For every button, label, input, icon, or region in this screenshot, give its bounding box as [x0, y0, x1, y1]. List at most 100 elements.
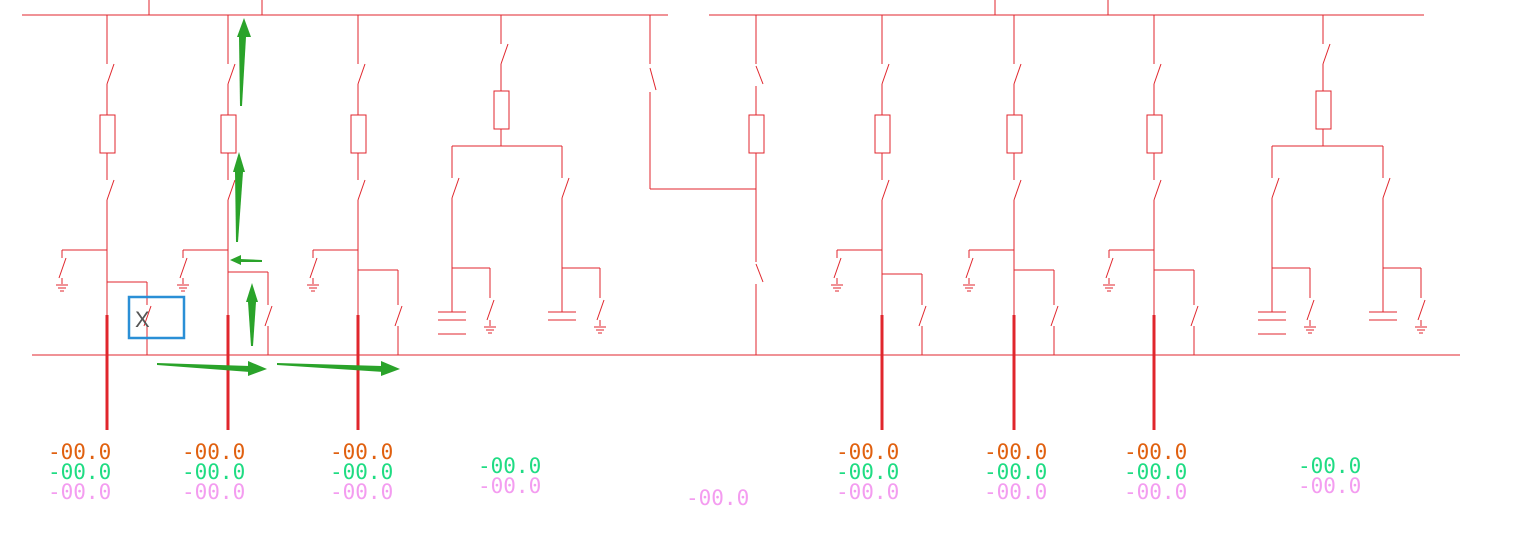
switch-blade — [918, 305, 927, 327]
switch-blade — [1271, 177, 1280, 199]
ground-icon — [1304, 326, 1316, 334]
readout-value-i: -00.0 — [330, 480, 393, 504]
arrow-right-icon — [248, 361, 267, 376]
ground-icon — [56, 284, 68, 292]
switch-blade — [1013, 63, 1022, 85]
readout-value-p: -00.0 — [48, 440, 111, 464]
measurement-readout: -00.0-00.0-00.0 — [182, 440, 245, 504]
readout-value-i: -00.0 — [48, 480, 111, 504]
ground-icon — [963, 284, 975, 292]
readout-value-p: -00.0 — [330, 440, 393, 464]
ground-icon — [484, 326, 496, 334]
tie-feeder — [748, 15, 765, 355]
switch-blade — [561, 177, 570, 199]
breaker — [99, 114, 116, 154]
measurement-readout: -00.0-00.0-00.0 — [836, 440, 899, 504]
readout-value-i: -00.0 — [836, 480, 899, 504]
capacitor-icon — [1258, 311, 1286, 335]
switch-blade — [106, 179, 115, 201]
readout-value-p: -00.0 — [836, 440, 899, 464]
measurement-readout: -00.0-00.0-00.0 — [330, 440, 393, 504]
readout-value-p: -00.0 — [1124, 440, 1187, 464]
switch-blade — [58, 257, 67, 279]
switch-blade — [451, 177, 460, 199]
breaker — [1315, 90, 1332, 130]
switch-blade — [965, 257, 974, 279]
switch-blade — [1322, 43, 1331, 65]
switch-blade — [1153, 63, 1162, 85]
readout-value-q: -00.0 — [478, 454, 541, 478]
readout-value-q: -00.0 — [1124, 460, 1187, 484]
ground-icon — [594, 326, 606, 334]
switch-blade — [357, 179, 366, 201]
arrow-left-icon — [240, 259, 262, 262]
ground-icon — [831, 284, 843, 292]
capacitor-bay — [1258, 15, 1427, 335]
capacitor-icon — [438, 311, 466, 335]
readout-value-i: -00.0 — [1124, 480, 1187, 504]
switch-blade — [1013, 179, 1022, 201]
readout-value-p: -00.0 — [182, 440, 245, 464]
measurement-readout: -00.0-00.0 — [1298, 454, 1361, 498]
breaker — [493, 90, 510, 130]
readout-value-q: -00.0 — [1298, 454, 1361, 478]
power-flow-arrows — [157, 18, 400, 376]
bus-tie — [649, 15, 756, 190]
readout-value-i: -00.0 — [182, 480, 245, 504]
arrow-up-icon — [246, 283, 258, 302]
capacitor-icon — [548, 311, 576, 321]
breaker — [1146, 114, 1163, 154]
switch-blade — [394, 305, 403, 327]
breaker — [1006, 114, 1023, 154]
capacitor-bay — [438, 15, 606, 335]
ground-icon — [177, 284, 189, 292]
switch-blade — [264, 305, 273, 327]
arrow-up-icon — [237, 18, 251, 37]
readout-value-q: -00.0 — [48, 460, 111, 484]
arrow-left-icon — [230, 255, 241, 265]
readout-value-q: -00.0 — [182, 460, 245, 484]
capacitor-icon — [1369, 311, 1397, 321]
feeder-bay — [56, 15, 152, 430]
arrow-right-icon — [277, 363, 383, 372]
switch-blade — [1153, 179, 1162, 201]
selection-label: X — [135, 307, 150, 332]
switch-blade — [1190, 305, 1199, 327]
feeder-bay — [307, 15, 403, 430]
switch-blade — [179, 257, 188, 279]
ground-icon — [1103, 284, 1115, 292]
switch-blade — [1306, 299, 1315, 321]
switch-blade — [1382, 177, 1391, 199]
ground-icon — [307, 284, 319, 292]
switch-blade — [881, 63, 890, 85]
switch-blade — [1105, 257, 1114, 279]
switch-blade — [106, 63, 115, 85]
switch-blade — [486, 299, 495, 321]
readout-value-i: -00.0 — [1298, 474, 1361, 498]
readout-value-i: -00.0 — [686, 486, 749, 510]
arrow-up-icon — [235, 172, 243, 242]
selection-marker[interactable]: X — [127, 295, 186, 340]
breaker — [350, 114, 367, 154]
selection-box[interactable] — [127, 295, 186, 340]
arrow-up-icon — [233, 152, 245, 172]
measurement-readout: -00.0-00.0 — [478, 454, 541, 498]
switch-blade — [309, 257, 318, 279]
switch-blade — [881, 179, 890, 201]
arrow-up-icon — [248, 302, 256, 346]
breaker — [874, 114, 891, 154]
readout-value-i: -00.0 — [984, 480, 1047, 504]
switch-blade — [227, 63, 236, 85]
measurement-readout: -00.0 — [686, 486, 749, 510]
readout-value-i: -00.0 — [478, 474, 541, 498]
switch-blade — [1050, 305, 1059, 327]
switch-blade — [227, 179, 236, 201]
readout-value-q: -00.0 — [984, 460, 1047, 484]
measurement-readout: -00.0-00.0-00.0 — [1124, 440, 1187, 504]
arrow-right-icon — [381, 361, 400, 376]
feeder-bay — [963, 15, 1059, 430]
readout-value-p: -00.0 — [984, 440, 1047, 464]
readout-value-q: -00.0 — [836, 460, 899, 484]
feeder-bay — [831, 15, 927, 430]
